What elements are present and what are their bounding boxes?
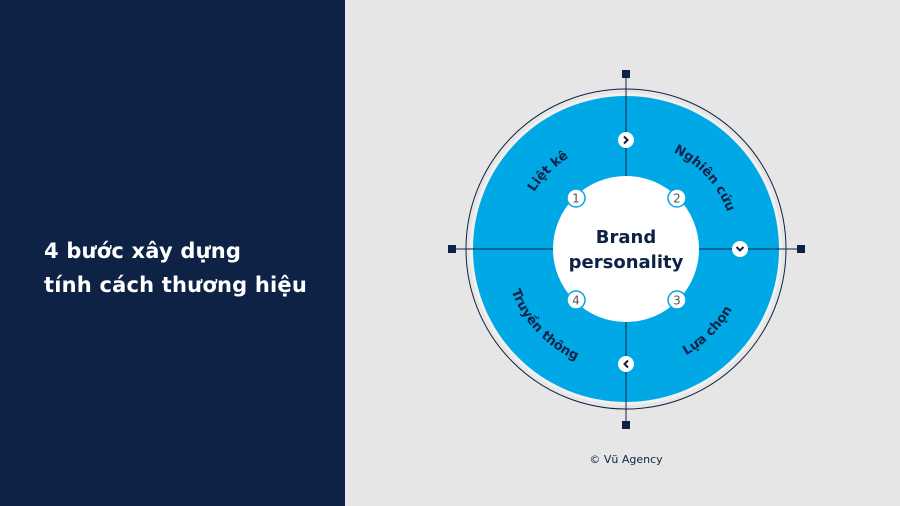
step-badge-2 [667, 188, 687, 208]
step-number-2: 2 [673, 192, 681, 206]
step-number-4: 4 [572, 294, 580, 308]
title-line-1: 4 bước xây dựng [44, 239, 242, 263]
center-circle [553, 176, 699, 322]
brand-personality-diagram: Brand personality Liệt kê Nghiên cứu Lựa… [448, 70, 805, 429]
step-badge-3 [667, 290, 687, 310]
chevron-right-icon [618, 132, 634, 148]
copyright: © Vũ Agency [589, 453, 663, 466]
square-marker-right [797, 245, 805, 253]
page-title: 4 bước xây dựng tính cách thương hiệu [44, 234, 307, 302]
step-badge-1 [566, 188, 586, 208]
center-text-line-1: Brand [596, 227, 656, 248]
step-number-3: 3 [673, 294, 681, 308]
chevron-left-icon [618, 356, 634, 372]
chevron-down-icon [732, 241, 748, 257]
step-badge-4 [566, 290, 586, 310]
square-marker-left [448, 245, 456, 253]
square-marker-bottom [622, 421, 630, 429]
square-marker-top [622, 70, 630, 78]
center-text-line-2: personality [569, 252, 684, 273]
step-number-1: 1 [572, 192, 580, 206]
left-panel: 4 bước xây dựng tính cách thương hiệu [0, 0, 345, 506]
title-line-2: tính cách thương hiệu [44, 273, 307, 297]
